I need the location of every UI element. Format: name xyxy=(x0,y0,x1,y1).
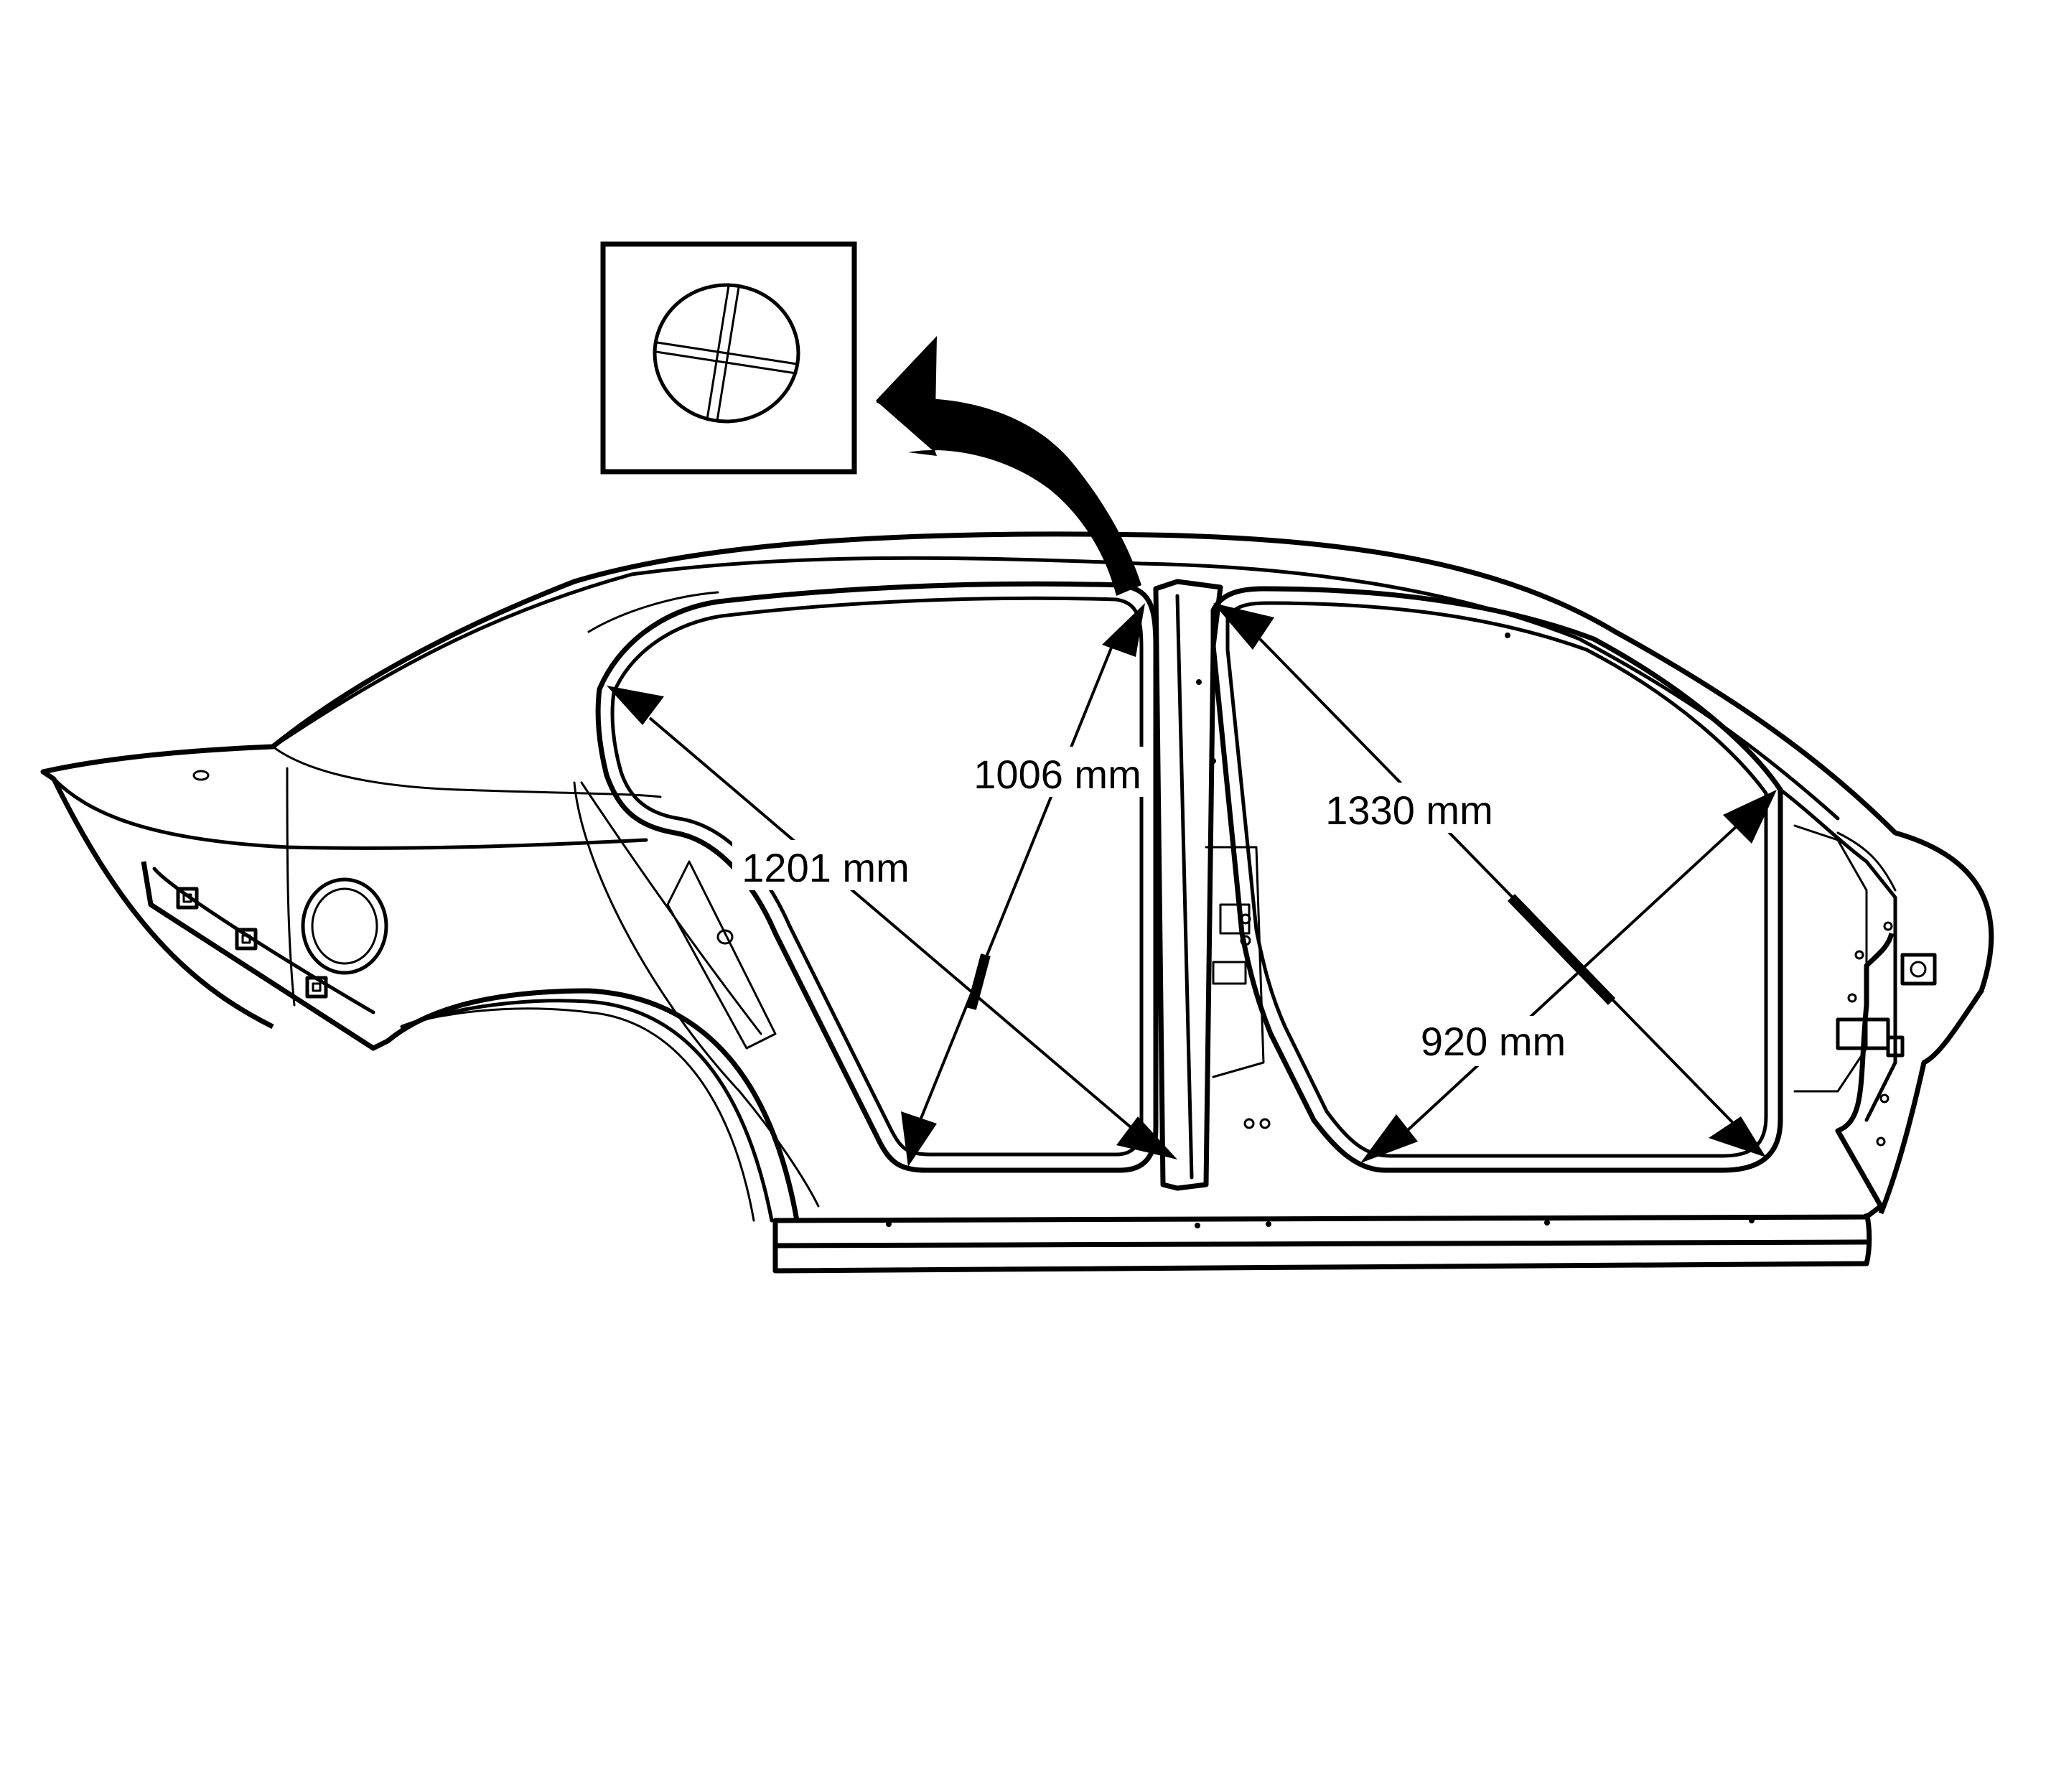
dimension-label-1201: 1201 mm xyxy=(742,845,909,890)
hinge-pillar xyxy=(1778,788,1937,1147)
body-side-outline xyxy=(40,531,1994,1274)
dimension-label-1330: 1330 mm xyxy=(1325,788,1493,833)
fuel-door xyxy=(301,877,388,975)
front-door-opening xyxy=(1210,586,1783,1173)
dimension-label-920: 920 mm xyxy=(1421,1019,1566,1064)
dimension-1006 xyxy=(901,603,1145,1167)
dimension-1201 xyxy=(607,686,1177,1159)
b-pillar xyxy=(1153,579,1271,1191)
dimension-label-1006: 1006 mm xyxy=(973,752,1141,797)
measuring-point-symbol-icon xyxy=(653,283,800,424)
rear-brackets xyxy=(176,770,328,999)
inset-frame xyxy=(600,241,857,475)
rear-door-opening xyxy=(573,581,1159,1208)
dimension-920 xyxy=(1360,790,1777,1163)
dimension-1330 xyxy=(1213,603,1766,1157)
inset-box xyxy=(600,241,857,475)
curved-arrow-head xyxy=(876,336,937,452)
curved-arrow-icon xyxy=(876,398,1141,596)
